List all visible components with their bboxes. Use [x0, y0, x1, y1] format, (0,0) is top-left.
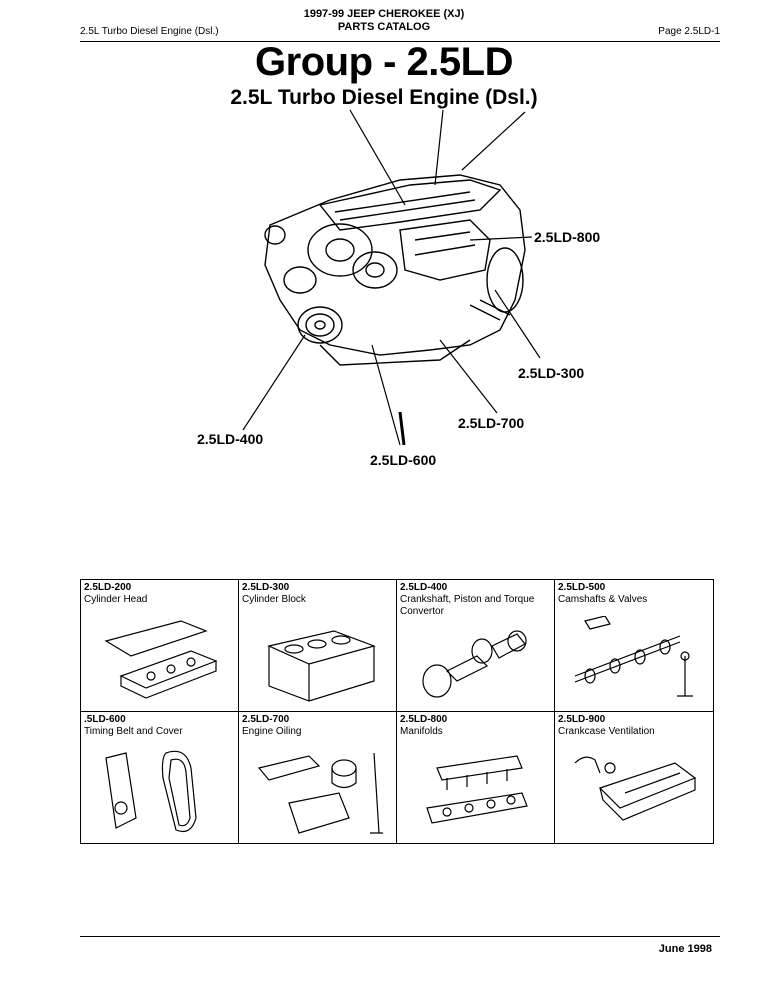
section-code: 2.5LD-200 [84, 582, 132, 593]
section-crankcase-ventilation[interactable]: 2.5LD-900 Crankcase Ventilation [555, 712, 713, 844]
timing-belt-icon [105, 750, 197, 832]
crankshaft-icon [422, 630, 527, 698]
section-camshafts-valves[interactable]: 2.5LD-500 Camshafts & Valves [555, 580, 713, 712]
header-center: 1997-99 JEEP CHEROKEE (XJ) PARTS CATALOG [0, 8, 768, 34]
sub-title: 2.5L Turbo Diesel Engine (Dsl.) [230, 86, 538, 109]
callout-400[interactable]: 2.5LD-400 [197, 431, 264, 447]
section-name: Camshafts & Valves [558, 594, 648, 605]
section-code: .5LD-600 [84, 713, 126, 725]
section-crankshaft-piston[interactable]: 2.5LD-400 Crankshaft, Piston and Torque … [397, 580, 555, 712]
section-timing-belt[interactable]: .5LD-600 Timing Belt and Cover [81, 711, 239, 843]
cylinder-head-icon [104, 620, 218, 699]
callout-600-pointer [398, 411, 406, 446]
section-code: 2.5LD-500 [558, 582, 606, 593]
section-name: Crankshaft, Piston and Torque Convertor [400, 594, 535, 617]
header-catalog-subtitle: PARTS CATALOG [337, 21, 431, 33]
section-manifolds[interactable]: 2.5LD-800 Manifolds [397, 711, 555, 843]
section-cylinder-head[interactable]: 2.5LD-200 Cylinder Head [81, 580, 239, 712]
group-title: Group - 2.5LD [255, 40, 513, 84]
ventilation-icon [574, 756, 697, 821]
callout-800[interactable]: 2.5LD-800 [534, 229, 601, 245]
camshaft-icon [574, 616, 693, 697]
section-name: Engine Oiling [242, 725, 302, 737]
section-grid: 2.5LD-200 Cylinder Head 2.5LD-300 Cylind… [80, 579, 714, 844]
footer-date: June 1998 [658, 943, 712, 955]
section-code: 2.5LD-900 [558, 713, 606, 725]
callout-300[interactable]: 2.5LD-300 [518, 365, 585, 381]
cylinder-block-icon [267, 630, 376, 702]
manifold-icon [426, 754, 528, 824]
section-code: 2.5LD-300 [242, 582, 290, 593]
footer-divider [80, 936, 720, 937]
section-code: 2.5LD-400 [400, 582, 448, 593]
section-code: 2.5LD-700 [242, 713, 290, 725]
callout-600[interactable]: 2.5LD-600 [370, 452, 437, 468]
section-name: Manifolds [400, 725, 443, 737]
section-cylinder-block[interactable]: 2.5LD-300 Cylinder Block [239, 580, 397, 712]
oil-pan-icon [257, 752, 383, 834]
header-left-title: 2.5L Turbo Diesel Engine (Dsl.) [80, 26, 219, 37]
header-divider [80, 41, 720, 42]
section-name: Crankcase Ventilation [558, 725, 655, 737]
section-name: Cylinder Head [84, 594, 148, 605]
section-code: 2.5LD-800 [400, 713, 448, 725]
section-engine-oiling[interactable]: 2.5LD-700 Engine Oiling [239, 711, 397, 843]
page-number: Page 2.5LD-1 [658, 26, 720, 37]
header-catalog-title: 1997-99 JEEP CHEROKEE (XJ) [303, 8, 465, 20]
section-name: Cylinder Block [242, 594, 306, 605]
callout-700[interactable]: 2.5LD-700 [458, 415, 525, 431]
section-name: Timing Belt and Cover [84, 725, 183, 737]
